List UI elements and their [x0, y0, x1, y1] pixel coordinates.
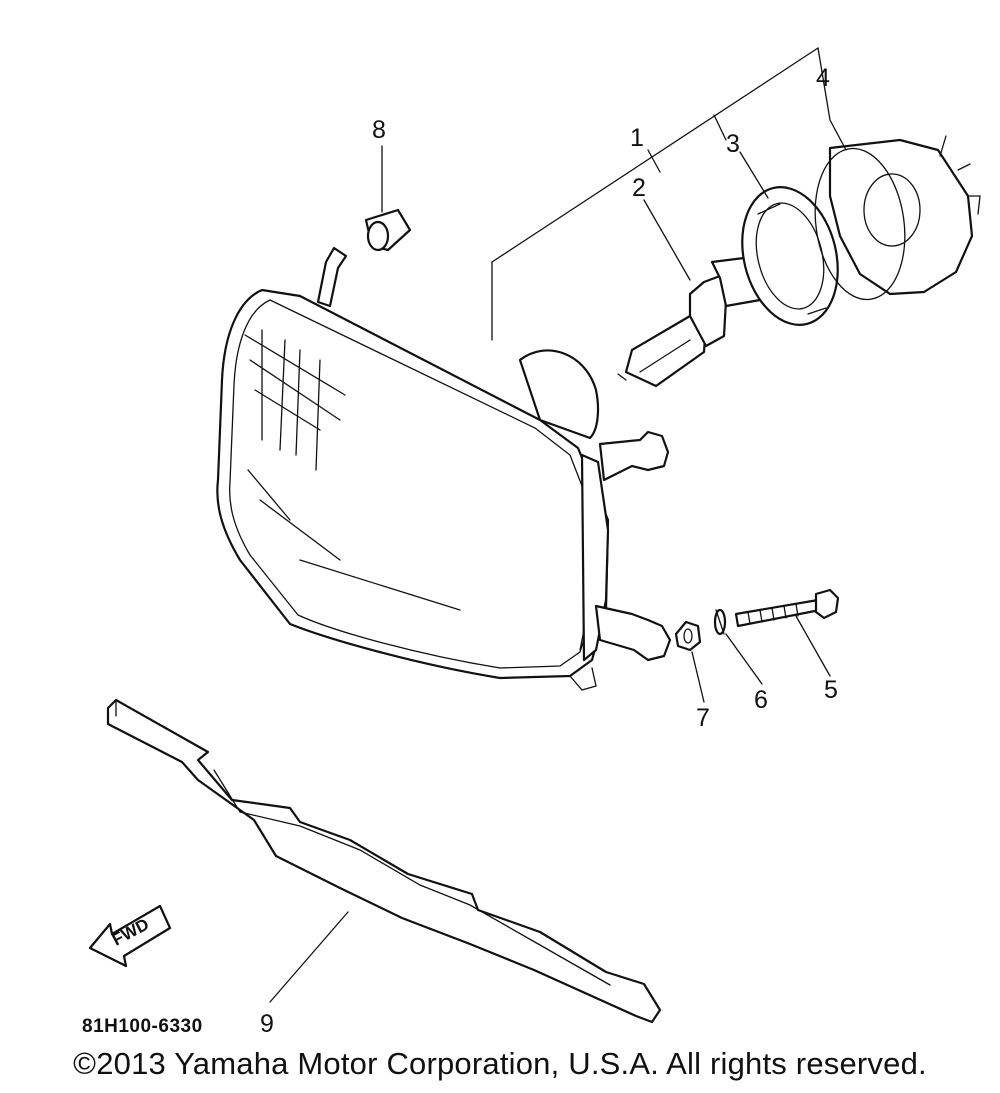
bracket-part-9: [106, 698, 662, 1024]
callout-7: 7: [696, 704, 710, 732]
callout-9: 9: [260, 1010, 274, 1038]
leader-lines: [269, 119, 847, 1003]
nut-part-7: [674, 620, 702, 652]
callout-1: 1: [630, 124, 644, 152]
callout-6: 6: [754, 686, 768, 714]
callout-8: 8: [372, 116, 386, 144]
copyright-notice: ©2013 Yamaha Motor Corporation, U.S.A. A…: [73, 1046, 927, 1081]
callout-5: 5: [824, 676, 838, 704]
diagram-code: 81H100-6330: [82, 1016, 203, 1037]
callout-4: 4: [816, 64, 830, 92]
assembly-bracket-1: [491, 47, 831, 341]
headlight-housing: [216, 246, 672, 691]
callout-numbers: 1 2 3 4 5 6 7 8 9: [260, 64, 838, 1038]
grommet-part-8: [364, 208, 412, 252]
callout-3: 3: [726, 130, 740, 158]
callout-2: 2: [632, 174, 646, 202]
spring-washer-part-6: [713, 608, 727, 636]
cover-part-4: [814, 135, 981, 301]
fwd-arrow: FWD: [88, 904, 172, 968]
bulb-holder-part-3: [741, 186, 839, 326]
screw-part-5: [734, 588, 840, 628]
